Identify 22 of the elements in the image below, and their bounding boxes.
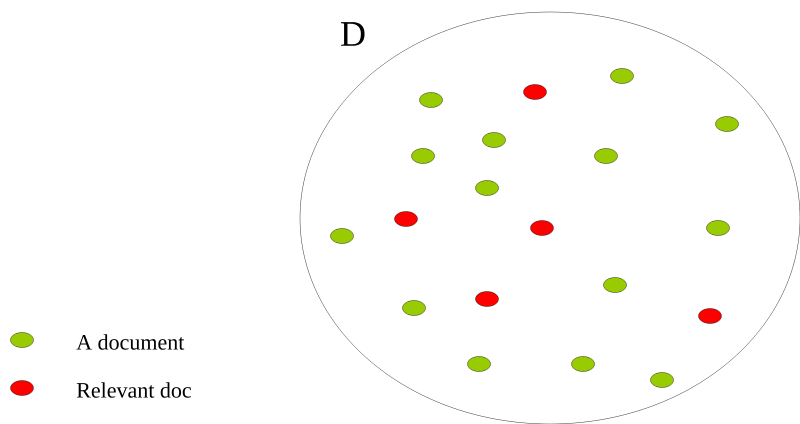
document-dot [698,308,722,324]
document-dot [482,132,506,148]
document-dot [706,220,730,236]
document-dot [523,84,547,100]
document-dot [594,148,618,164]
document-dot [571,356,595,372]
document-dot [419,92,443,108]
document-dot [330,228,354,244]
document-dot [411,148,435,164]
document-dot [650,372,674,388]
set-label: D [341,22,365,46]
document-dot [715,116,739,132]
document-dot [610,68,634,84]
document-dot [475,180,499,196]
document-dot [475,291,499,307]
document-dot [603,277,627,293]
legend-label: Relevant doc [76,382,191,398]
legend-label: A document [76,334,184,350]
document-dot [394,211,418,227]
document-dot [530,220,554,236]
document-dot [402,300,426,316]
document-dot [467,356,491,372]
